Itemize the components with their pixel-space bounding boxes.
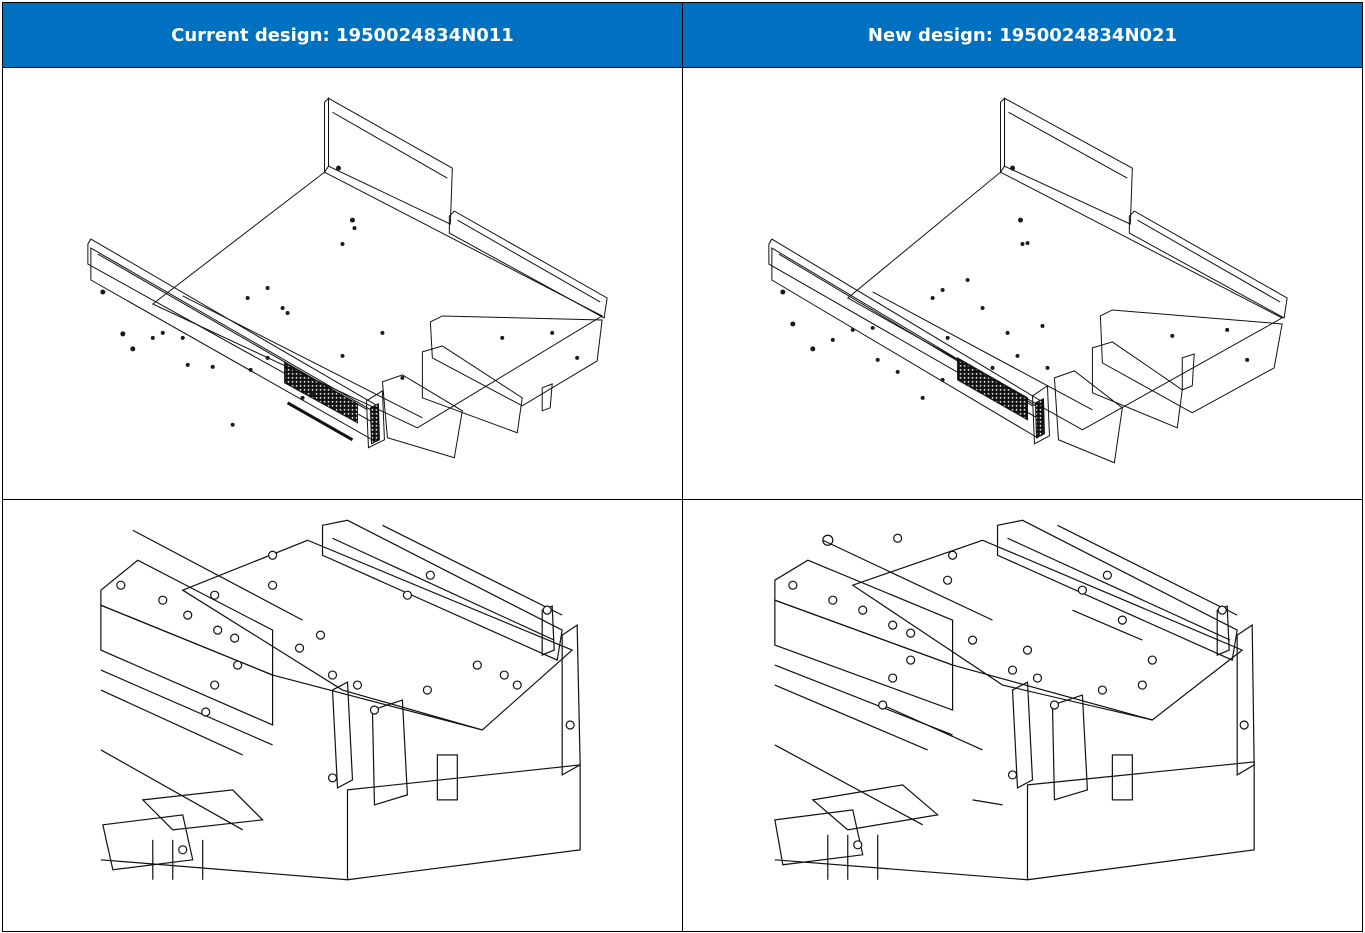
current-overview-cell <box>2 67 683 500</box>
new-design-header: New design: 1950024834N021 <box>682 2 1363 68</box>
current-detail-cell <box>2 499 683 932</box>
new-overview-cell <box>682 67 1363 500</box>
chassis-detail-new-drawing <box>774 519 1255 881</box>
chassis-overview-current-drawing <box>87 97 608 459</box>
chassis-detail-current-drawing <box>100 519 581 881</box>
chassis-overview-new-drawing <box>768 97 1288 464</box>
new-detail-cell <box>682 499 1363 932</box>
overview-row <box>2 67 1363 500</box>
header-row: Current design: 1950024834N011 New desig… <box>2 2 1363 68</box>
detail-row <box>2 499 1363 932</box>
current-design-header: Current design: 1950024834N011 <box>2 2 683 68</box>
